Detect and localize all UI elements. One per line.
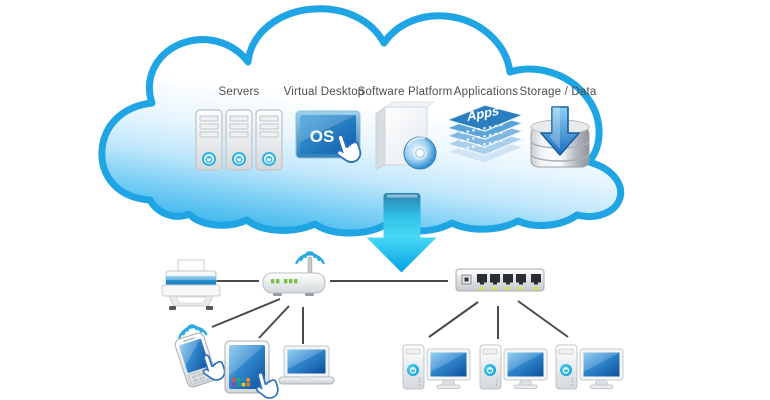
switch-ports: [477, 274, 541, 290]
laptop-screen: [287, 349, 326, 374]
desktop-pc-icon: [555, 344, 624, 390]
connector-lines: [207, 280, 569, 344]
connector-switch-pc3: [517, 300, 569, 338]
server-rack-icon: [195, 109, 283, 171]
download-arrow-icon: [540, 106, 580, 156]
router-leds: [271, 279, 298, 284]
connector-router-tablet: [258, 305, 290, 339]
smartphone-icon: [174, 322, 228, 388]
cd-disc-icon: [403, 136, 437, 170]
app-icons-grid: [232, 378, 250, 387]
label-software-platform: Software Platform: [357, 86, 453, 98]
pc-screen: [583, 352, 620, 377]
label-applications: Applications: [453, 86, 519, 98]
cloud-shape: [98, 5, 625, 237]
network-switch-icon: [455, 268, 545, 292]
desktop-pc-icon: [479, 344, 548, 390]
label-servers: Servers: [218, 86, 260, 98]
apps-stack-icon: Apps: [446, 104, 524, 164]
pc-screen: [507, 352, 544, 377]
printer-icon: [161, 259, 221, 310]
cloud-download-arrow-icon: [366, 193, 437, 273]
software-box-icon: [375, 101, 437, 170]
connector-router-smartphone: [211, 298, 281, 328]
os-monitor-icon: OS: [295, 110, 364, 167]
apps-stack-text: Apps: [467, 104, 500, 124]
laptop-icon: [278, 345, 335, 385]
pc-screen: [430, 352, 467, 377]
label-virtual-desktop: Virtual Desktop: [283, 86, 365, 98]
label-storage-data: Storage / Data: [519, 86, 597, 98]
connector-switch-pc1: [428, 301, 479, 338]
wireless-router-icon: [262, 251, 326, 296]
storage-download-icon: [530, 106, 590, 168]
desktop-pc-icon: [402, 344, 471, 390]
router-antenna: [307, 256, 313, 275]
os-screen-text: OS: [310, 127, 335, 146]
phone-screen: [179, 338, 210, 373]
tablet-icon: [224, 340, 280, 400]
